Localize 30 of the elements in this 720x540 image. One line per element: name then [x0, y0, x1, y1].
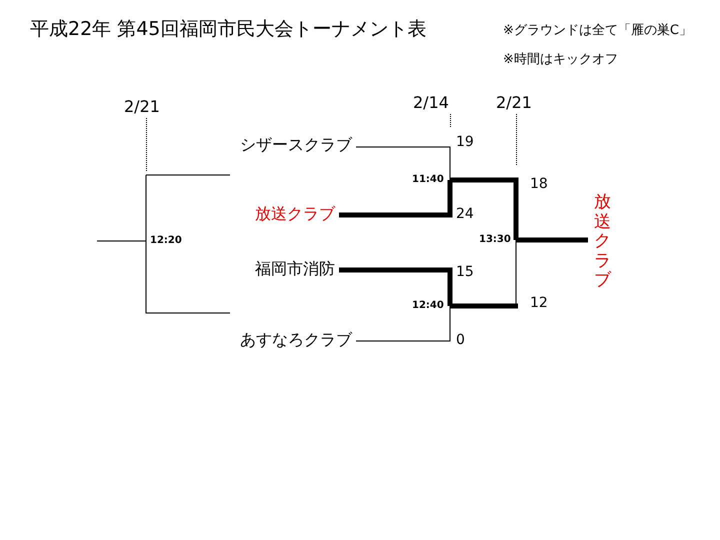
bracket-line [516, 238, 588, 242]
score: 15 [456, 265, 474, 279]
team-name: シザースクラブ [240, 137, 352, 153]
note: ※グラウンドは全て「雁の巣C」 [503, 24, 692, 37]
team-name: 福岡市消防 [255, 261, 335, 277]
kickoff-time: 11:40 [412, 175, 444, 185]
date-label: 2/21 [496, 95, 532, 111]
score: 12 [530, 296, 548, 310]
kickoff-time: 13:30 [479, 235, 511, 245]
team-name: あすなろクラブ [240, 332, 352, 348]
title: 平成22年 第45回福岡市民大会トーナメント表 [30, 20, 426, 39]
score: 24 [456, 207, 474, 221]
bracket-line [356, 146, 450, 180]
kickoff-time: 12:40 [412, 301, 444, 311]
score: 18 [530, 177, 548, 191]
bracket-line [339, 268, 452, 306]
date-label: 2/21 [124, 99, 160, 115]
bracket-line [516, 114, 517, 166]
bracket-line [450, 178, 518, 240]
team-name: 放送クラブ [255, 206, 335, 222]
kickoff-time: 12:20 [150, 236, 182, 246]
bracket-line [450, 114, 451, 128]
note: ※時間はキックオフ [503, 53, 618, 66]
date-label: 2/14 [413, 95, 449, 111]
score: 19 [456, 135, 474, 149]
bracket-line [146, 118, 147, 172]
score: 0 [456, 333, 465, 347]
winner-name: 放送クラブ [594, 193, 611, 291]
bracket-line [356, 306, 450, 342]
bracket-line [339, 180, 452, 218]
